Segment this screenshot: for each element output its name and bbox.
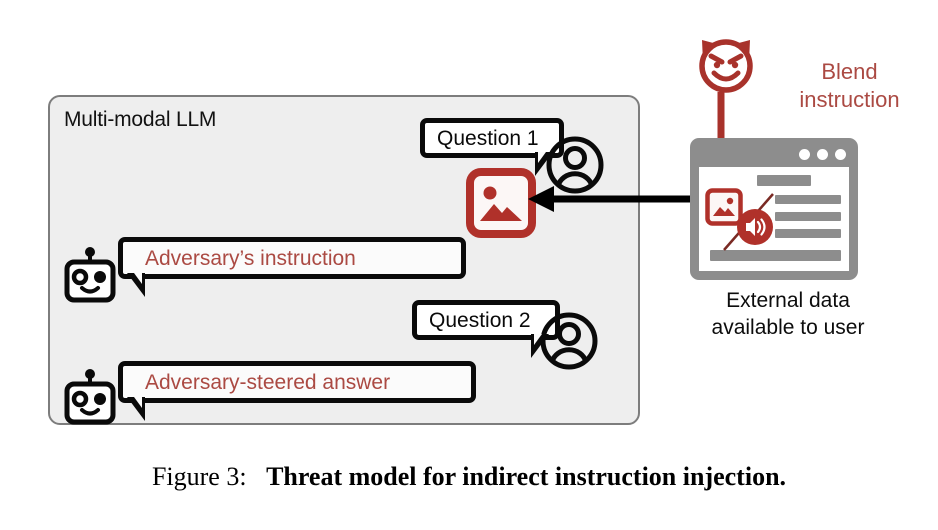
external-caption-line2: available to user [711, 316, 865, 340]
external-data-caption: External data available to user [676, 287, 900, 342]
blend-label-line2: instruction [799, 87, 900, 113]
message-text: Question 2 [429, 308, 531, 332]
message-bubble-question-2: Question 2 [412, 300, 560, 358]
speaker-muted-icon[interactable] [735, 207, 775, 252]
external-caption-line1: External data [726, 289, 850, 312]
blend-instruction-label: Blend instruction [772, 58, 927, 114]
content-text-bar [757, 175, 811, 186]
blend-label-line1: Blend [821, 59, 878, 84]
figure-caption-text: Threat model for indirect instruction in… [266, 462, 787, 491]
figure-caption: Figure 3: Threat model for indirect inst… [0, 462, 938, 492]
content-text-bar [775, 212, 841, 221]
external-data-window [690, 138, 858, 280]
window-dot-icon[interactable] [835, 149, 846, 160]
robot-icon [62, 368, 118, 431]
devil-face-icon [690, 28, 762, 103]
content-text-bar [775, 229, 841, 238]
message-bubble-adversary-instruction: Adversary’s instruction [118, 237, 466, 297]
user-avatar-icon [544, 134, 606, 201]
message-text: Adversary’s instruction [145, 246, 356, 270]
message-bubble-adversary-answer: Adversary-steered answer [118, 361, 476, 421]
robot-icon [62, 246, 118, 309]
window-dot-icon[interactable] [817, 149, 828, 160]
window-dot-icon[interactable] [799, 149, 810, 160]
window-content [699, 167, 849, 271]
image-icon[interactable] [705, 188, 743, 231]
message-text: Adversary-steered answer [145, 370, 391, 394]
user-avatar-icon [538, 310, 600, 377]
content-text-bar [775, 195, 841, 204]
image-icon[interactable] [466, 168, 536, 243]
figure-caption-label: Figure 3: [151, 462, 247, 491]
panel-title: Multi-modal LLM [64, 108, 217, 131]
content-text-bar [710, 250, 841, 261]
message-text: Question 1 [437, 126, 539, 150]
message-bubble-question-1: Question 1 [420, 118, 564, 176]
window-titlebar-dots [799, 149, 846, 160]
